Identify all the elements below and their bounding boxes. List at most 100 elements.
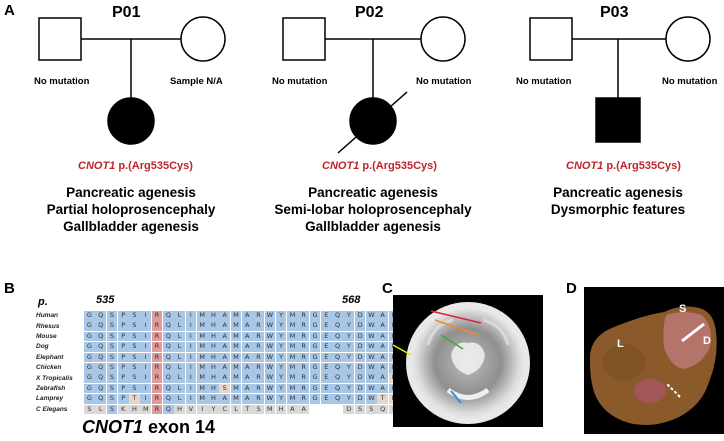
panel-letter-d: D [566, 280, 577, 297]
residue-cell: A [377, 363, 388, 373]
residue-cell: Q [162, 373, 174, 384]
residue-cell: M [230, 352, 242, 363]
phenotype-item: Pancreatic agenesis [553, 185, 683, 200]
residue-cell: S [106, 342, 118, 352]
residue-cell: P [117, 373, 129, 384]
residue-cell: P [117, 394, 129, 404]
residue-cell: S [106, 394, 118, 404]
residue-cell: L [230, 404, 242, 415]
species-label: Lamprey [36, 395, 64, 403]
residue-cell: A [377, 342, 388, 352]
residue-cell: R [298, 363, 310, 373]
residue-cell: G [84, 383, 95, 394]
residue-cell: R [253, 383, 264, 394]
residue-cell: L [174, 321, 185, 332]
residue-cell: I [140, 331, 152, 342]
residue-cell: W [264, 331, 276, 342]
residue-cell: R [151, 311, 163, 321]
residue-cell: G [309, 352, 321, 363]
residue-cell: Y [275, 363, 287, 373]
residue-cell: L [174, 394, 185, 404]
panel-letter-a: A [4, 2, 15, 19]
residue-cell: R [151, 321, 163, 332]
residue-cell: G [309, 373, 321, 384]
residue-cell: G [309, 321, 321, 332]
blue-arrow [450, 390, 462, 404]
residue-cell: H [275, 404, 287, 415]
pedigree-id: P01 [112, 4, 141, 21]
residue-cell: M [196, 331, 208, 342]
residue-cell: W [264, 363, 276, 373]
residue-cell: W [366, 342, 377, 352]
residue-cell: E [320, 342, 332, 352]
residue-cell: G [84, 363, 95, 373]
residue-cell: I [185, 342, 197, 352]
residue-cell: G [84, 352, 95, 363]
residue-cell: A [219, 394, 231, 404]
residue-cell: R [253, 363, 264, 373]
residue-cell [310, 405, 321, 415]
residue-cell: W [366, 321, 377, 332]
residue-cell: A [377, 373, 388, 384]
residue-cell: Q [162, 331, 174, 342]
residue-cell: I [185, 331, 197, 342]
residue-cell: R [151, 383, 163, 394]
phenotype-list: Pancreatic agenesis Dysmorphic features [498, 184, 724, 218]
residue-cell: H [208, 363, 219, 373]
residue-cell: I [185, 383, 197, 394]
residue-cell: I [185, 352, 197, 363]
residue-cell: Y [275, 373, 287, 384]
residue-cell: M [196, 352, 208, 363]
residue-cell: S [129, 363, 140, 373]
residue-cell: G [309, 331, 321, 342]
residue-cell: Q [332, 373, 343, 384]
residue-cell: L [174, 311, 185, 321]
residue-cell: E [320, 394, 332, 404]
pedigree-id: P03 [600, 4, 629, 21]
residue-cell: S [106, 352, 118, 363]
residue-cell: A [377, 321, 388, 332]
residue-cell: Y [275, 342, 287, 352]
residue-cell: G [309, 342, 321, 352]
residue-cell: E [320, 311, 332, 321]
green-arrow [440, 334, 464, 350]
residue-cell: A [219, 331, 231, 342]
residue-cell: D [343, 404, 355, 415]
residue-cell: L [174, 373, 185, 384]
residue-cell: S [106, 373, 118, 384]
residue-cell: R [151, 352, 163, 363]
residue-cell: Q [95, 331, 106, 342]
residue-cell: P [117, 383, 129, 394]
residue-cell: T [377, 394, 388, 404]
residue-cell: W [264, 394, 276, 404]
residue-cell: A [241, 383, 253, 394]
residue-cell: A [219, 321, 231, 332]
residue-cell: I [140, 342, 152, 352]
residue-cell: W [264, 321, 276, 332]
residue-cell: Q [377, 404, 388, 415]
residue-cell: M [287, 352, 298, 363]
residue-cell: S [106, 321, 118, 332]
residue-cell: L [174, 342, 185, 352]
phenotype-item: Partial holoprosencephaly [46, 202, 216, 217]
residue-cell: I [185, 373, 197, 384]
phenotype-list: Pancreatic agenesis Partial holoprosence… [11, 184, 251, 235]
proband-affected-male [595, 97, 641, 143]
residue-cell: H [129, 404, 140, 415]
residue-cell: P [117, 311, 129, 321]
residue-cell: Y [275, 383, 287, 394]
residue-cell: R [253, 394, 264, 404]
residue-cell: R [253, 373, 264, 384]
residue-cell: A [241, 352, 253, 363]
father-symbol [282, 17, 326, 61]
residue-cell: Y [275, 321, 287, 332]
residue-cell: I [140, 321, 152, 332]
residue-cell: T [129, 394, 140, 404]
species-label: Dog [36, 343, 49, 351]
residue-cell: M [287, 321, 298, 332]
mutation-label: CNOT1 p.(Arg535Cys) [566, 160, 681, 172]
residue-cell: S [129, 352, 140, 363]
residue-cell: Q [332, 331, 343, 342]
residue-cell: D [354, 363, 366, 373]
residue-cell: W [366, 331, 377, 342]
